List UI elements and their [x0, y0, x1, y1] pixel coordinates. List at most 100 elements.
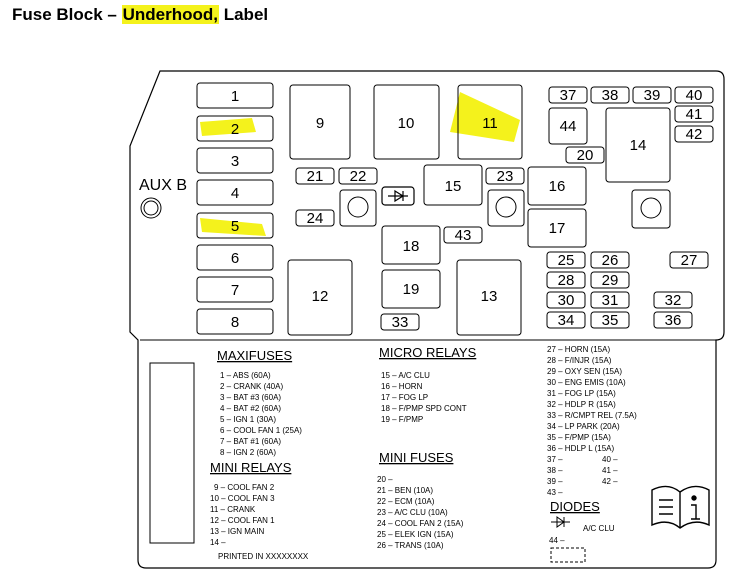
fuse-42-label: 42 [686, 126, 703, 143]
relay-10-label: 10 [398, 115, 415, 132]
fuse-26 [590, 251, 630, 269]
fuse-27-label: 27 [681, 252, 698, 269]
fuse-2 [196, 115, 274, 142]
relay-14 [605, 107, 671, 183]
relay-9 [289, 84, 351, 160]
highlight-mark-5 [200, 218, 266, 236]
diode-symbol [381, 186, 415, 206]
relay-18-label: 18 [403, 238, 420, 255]
relay-19-label: 19 [403, 281, 420, 298]
fuse-4 [196, 179, 274, 206]
maxifuses-heading: MAXIFUSES [217, 348, 292, 363]
relay-11 [457, 84, 523, 160]
right-list-item: 30 – ENG EMIS (10A) [547, 378, 626, 387]
printed-note: PRINTED IN XXXXXXXX [218, 552, 309, 561]
fuse-38 [590, 86, 630, 104]
fuse-35 [590, 311, 630, 329]
right-list-item: 34 – LP PARK (20A) [547, 422, 620, 431]
right-list-item: 36 – HDLP L (15A) [547, 444, 614, 453]
micro-relay-list-item: 17 – FOG LP [381, 393, 428, 402]
fuse-31-label: 31 [602, 292, 619, 309]
fuse-22 [338, 167, 378, 185]
fuse-37 [548, 86, 588, 104]
relay-17-label: 17 [549, 220, 566, 237]
micro-relay-list-item: 19 – F/PMP [381, 415, 423, 424]
relay-12 [287, 259, 353, 336]
mini-relays-heading: MINI RELAYS [210, 460, 292, 475]
fuse-block-outline [129, 70, 725, 569]
mini-fuse-list-item: 25 – ELEK IGN (15A) [377, 530, 454, 539]
mini-relay-list-item: 13 – IGN MAIN [210, 527, 264, 536]
fuse-39-label: 39 [644, 87, 661, 104]
mini-fuse-list-item: 23 – A/C CLU (10A) [377, 508, 448, 517]
fuse-29-label: 29 [602, 272, 619, 289]
fuse-24-label: 24 [307, 210, 324, 227]
diode-44-placeholder [550, 547, 586, 563]
fuse-40 [674, 86, 714, 104]
right-list-item: 33 – R/CMPT REL (7.5A) [547, 411, 637, 420]
relay-11-label: 11 [482, 115, 498, 132]
highlight-mark-11 [450, 92, 520, 142]
micro-relays-heading: MICRO RELAYS [379, 345, 477, 360]
mount-hole-left [347, 196, 369, 218]
fuse-23-label: 23 [497, 168, 514, 185]
micro-relay-list-item: 18 – F/PMP SPD CONT [381, 404, 467, 413]
aux-b-stud-inner [143, 200, 159, 216]
maxi-list-item: 4 – BAT #2 (60A) [220, 404, 281, 413]
fuse-8-label: 8 [231, 314, 239, 331]
side-tab [149, 362, 195, 544]
fuse-20 [565, 146, 605, 164]
fuse-7-label: 7 [231, 282, 239, 299]
relay-19 [381, 269, 441, 309]
mini-relay-list-item: 10 – COOL FAN 3 [210, 494, 275, 503]
fuse-24 [295, 209, 335, 227]
micro-relay-list-item: 15 – A/C CLU [381, 371, 430, 380]
fuse-27 [669, 251, 709, 269]
aux-b-label: AUX B [139, 177, 187, 194]
diode-legend-icon [551, 516, 570, 528]
fuse-33 [380, 313, 420, 331]
right-pair-left: 37 – [547, 455, 563, 464]
relay-15-label: 15 [445, 178, 462, 195]
fuse-3-label: 3 [231, 153, 239, 170]
maxi-list-item: 8 – IGN 2 (60A) [220, 448, 276, 457]
fuse-3 [196, 147, 274, 174]
right-pair-right: 42 – [602, 477, 618, 486]
fuse-6-label: 6 [231, 250, 239, 267]
maxi-list-item: 7 – BAT #1 (60A) [220, 437, 281, 446]
right-list-item: 29 – OXY SEN (15A) [547, 367, 622, 376]
page-title: Fuse Block – Underhood, Label [12, 5, 269, 24]
fuse-31 [590, 291, 630, 309]
fuse-20-label: 20 [577, 147, 594, 164]
relay-12-label: 12 [312, 288, 329, 305]
fuse-32 [653, 291, 693, 309]
relay-15 [423, 164, 483, 206]
fuse-29 [590, 271, 630, 289]
relay-14-label: 14 [630, 137, 647, 154]
maxi-list-item: 6 – COOL FAN 1 (25A) [220, 426, 302, 435]
relay-13-label: 13 [481, 288, 498, 305]
fuse-8 [196, 308, 274, 335]
fuse-36-label: 36 [665, 312, 682, 329]
mini-fuse-list-item: 21 – BEN (10A) [377, 486, 433, 495]
right-list-tail: 43 – [547, 488, 563, 497]
fuse-21 [295, 167, 335, 185]
diodes-heading: DIODES [550, 499, 600, 514]
highlight-mark-2 [200, 118, 256, 136]
fuse-2-label: 2 [231, 121, 239, 138]
mini-fuse-list-item: 24 – COOL FAN 2 (15A) [377, 519, 464, 528]
fuse-5 [196, 212, 274, 239]
mount-hole-mid [495, 196, 517, 218]
fuse-21-label: 21 [307, 168, 324, 185]
fuse-44 [548, 107, 588, 145]
fuse-33-label: 33 [392, 314, 409, 331]
fuse-25-label: 25 [558, 252, 575, 269]
fuse-30 [546, 291, 586, 309]
fuse-35-label: 35 [602, 312, 619, 329]
fuse-39 [632, 86, 672, 104]
maxi-list-item: 1 – ABS (60A) [220, 371, 271, 380]
relay-10 [373, 84, 440, 160]
relay-9-label: 9 [316, 115, 324, 132]
relay-18 [381, 225, 441, 265]
